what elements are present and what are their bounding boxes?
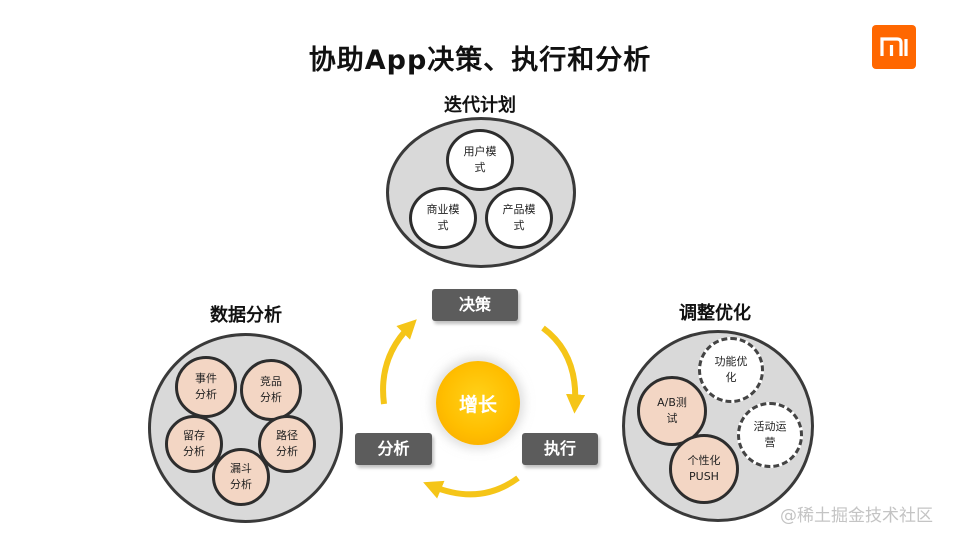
item-retention-analysis: 留存分析	[165, 415, 223, 473]
mi-logo-icon	[880, 37, 908, 56]
item-path-analysis: 路径分析	[258, 415, 316, 473]
cluster-title-optimize: 调整优化	[679, 303, 751, 324]
arrow-execute-to-analyze	[423, 475, 520, 499]
analyze-box: 分析	[355, 433, 432, 465]
item-feature-optimize: 功能优化	[698, 337, 764, 403]
arrow-analyze-to-decide	[380, 319, 417, 405]
page-title: 协助App决策、执行和分析	[308, 45, 652, 76]
mi-logo	[872, 25, 916, 69]
item-competitor-analysis: 竞品分析	[240, 359, 302, 421]
item-funnel-analysis: 漏斗分析	[212, 448, 270, 506]
item-user-mode: 用户模式	[446, 129, 514, 191]
arrow-decide-to-execute	[541, 325, 586, 414]
execute-box: 执行	[522, 433, 598, 465]
item-product-mode: 产品模式	[485, 187, 553, 249]
cluster-title-iterate: 迭代计划	[444, 95, 516, 116]
growth-label: 增长	[458, 393, 497, 416]
item-personalized-push: 个性化PUSH	[669, 434, 739, 504]
item-event-analysis: 事件分析	[175, 356, 237, 418]
growth-circle: 增长	[436, 361, 520, 445]
decision-box: 决策	[432, 289, 518, 321]
watermark: @稀土掘金技术社区	[780, 506, 933, 526]
item-business-mode: 商业模式	[409, 187, 477, 249]
item-campaign-ops: 活动运营	[737, 402, 803, 468]
cluster-title-data: 数据分析	[210, 305, 282, 326]
